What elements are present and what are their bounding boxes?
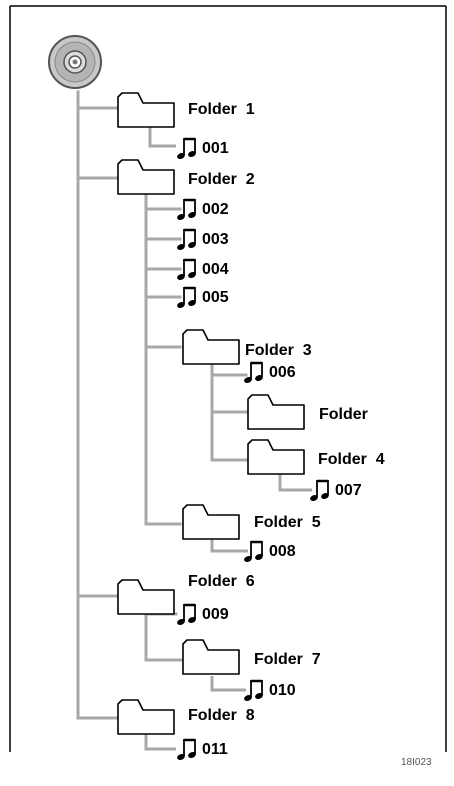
disc-icon: [48, 35, 102, 89]
folder-icon: [182, 504, 240, 540]
music-note-icon: [310, 479, 329, 501]
file-001-label: 001: [202, 140, 229, 157]
folder-2-label: Folder 2: [188, 171, 255, 188]
folder-6-label: Folder 6: [188, 573, 255, 590]
folder-4-label: Folder 4: [318, 451, 385, 468]
folder-icon: [247, 439, 305, 475]
folder-icon: [117, 92, 175, 128]
file-002-label: 002: [202, 201, 229, 218]
folder-icon: [182, 329, 240, 365]
music-note-icon: [244, 540, 263, 562]
folder-icon: [182, 639, 240, 675]
folder-icon: [117, 699, 175, 735]
file-008-label: 008: [269, 543, 296, 560]
file-009-label: 009: [202, 606, 229, 623]
file-004-label: 004: [202, 261, 229, 278]
folder-icon: [247, 394, 305, 430]
file-005-label: 005: [202, 289, 229, 306]
file-006-label: 006: [269, 364, 296, 381]
file-003-label: 003: [202, 231, 229, 248]
music-note-icon: [177, 286, 196, 308]
folder-icon: [117, 579, 175, 615]
music-note-icon: [177, 258, 196, 280]
folder-8-label: Folder 8: [188, 707, 255, 724]
folder-1-label: Folder 1: [188, 101, 255, 118]
file-011-label: 011: [202, 741, 228, 758]
music-note-icon: [244, 679, 263, 701]
folder-icon: [117, 159, 175, 195]
folder-5-label: Folder 5: [254, 514, 321, 531]
music-note-icon: [177, 603, 196, 625]
folder-empty-label: Folder: [319, 406, 368, 423]
folder-7-label: Folder 7: [254, 651, 321, 668]
figure-id: 18I023: [401, 757, 432, 768]
music-note-icon: [177, 228, 196, 250]
music-note-icon: [244, 361, 263, 383]
music-note-icon: [177, 738, 196, 760]
folder-3-label: Folder 3: [245, 342, 312, 359]
music-note-icon: [177, 137, 196, 159]
file-007-label: 007: [335, 482, 362, 499]
file-010-label: 010: [269, 682, 296, 699]
music-note-icon: [177, 198, 196, 220]
